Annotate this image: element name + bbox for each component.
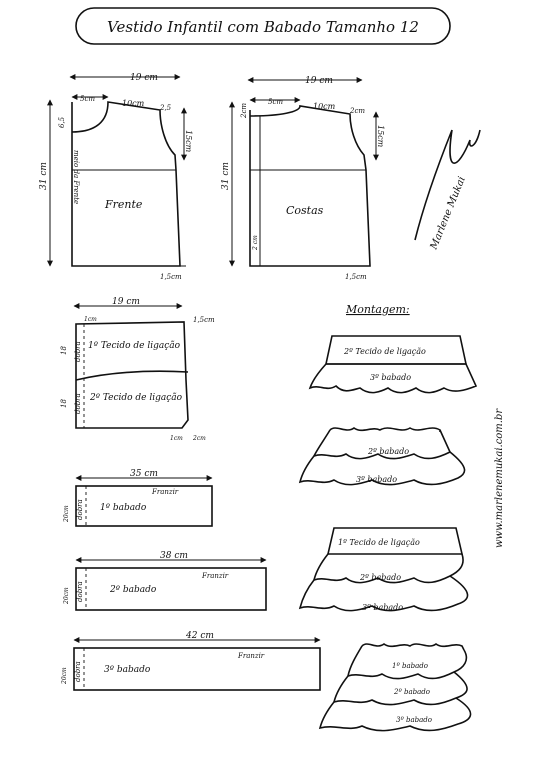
front-hem-flare-label: 1,5cm [160, 273, 182, 281]
back-outline [249, 105, 371, 267]
website-url: www.marlenemukai.com.br [494, 408, 505, 548]
ruffle-2-label: 2º babado [109, 585, 157, 595]
front-side-ease-label: 2,5 [159, 104, 172, 112]
assembly-1-bottom: 3º babado [370, 373, 411, 382]
assembly-step-1: 2º Tecido de ligação 3º babado [308, 335, 478, 394]
binding-outline [75, 321, 189, 429]
ruffle-2-rect [75, 567, 267, 611]
assembly-step-3: 1º Tecido de ligação 2º babado 3º babado [298, 527, 469, 612]
ruffle-3-rect [73, 647, 321, 691]
ruffle-2-gather: Franzir [201, 572, 229, 580]
binding-fold-2: dobra [74, 393, 82, 414]
back-armhole-label: 15cm [376, 125, 385, 148]
back-width-label: 19 cm [305, 76, 333, 86]
assembly-3-middle: 2º babado [359, 573, 401, 582]
binding-piece-1-label: 1º Tecido de ligação [88, 340, 181, 351]
ruffle-1-label: 1º babado [100, 503, 147, 513]
assembly-3-top: 1º Tecido de ligação [338, 538, 420, 547]
front-outline [71, 101, 181, 267]
ruffle-3-height: 20cm [61, 667, 68, 685]
binding-bottom-right: 2cm [192, 435, 206, 442]
back-neck-label: 5cm [268, 98, 283, 106]
assembly-step-2: 2º babado 3º babado [298, 427, 466, 486]
ruffle-3: 42 cm Franzir dobra 20cm 3º babado [61, 631, 321, 691]
front-pattern-piece: 19 cm 5cm 10cm 2,5 15cm 31 cm 6,5 meio d… [39, 73, 193, 281]
front-height-label: 31 cm [39, 162, 49, 190]
signature: Marlene Mukai [414, 129, 481, 252]
back-neck-depth-label: 2cm [240, 103, 248, 119]
ruffle-3-gather: Franzir [237, 652, 265, 660]
back-height-label: 31 cm [221, 162, 231, 190]
ruffle-3-label: 3º babado [104, 665, 151, 675]
assembly-1-top: 2º Tecido de ligação [343, 347, 426, 356]
ruffle-2-height: 20cm [63, 587, 70, 605]
binding-height-1: 18 [60, 346, 68, 355]
title-frame [75, 7, 451, 45]
back-shoulder-label: 10cm [313, 102, 336, 111]
back-side-ease-label: 2cm [349, 107, 365, 115]
ruffle-1: 35 cm Franzir dobra 20cm 1º babado [63, 469, 213, 527]
binding-bottom-left: 1cm [170, 435, 183, 442]
ruffle-2-width: 38 cm [160, 551, 188, 561]
back-bottom-mark: 2 cm [252, 235, 259, 251]
assembly-step-4: 1º babado 2º babado 3º babado [318, 643, 472, 732]
assembly-heading: Montagem: [345, 303, 410, 316]
assembly-4-middle: 2º babado [393, 688, 430, 696]
binding-fold-1: dobra [74, 341, 82, 362]
assembly-2-top: 2º babado [367, 447, 409, 456]
ruffle-1-rect [75, 485, 213, 527]
back-label: Costas [286, 204, 324, 217]
binding-top-left-label: 1cm [84, 316, 97, 323]
ruffle-1-height: 20cm [63, 505, 70, 523]
ruffle-1-gather: Franzir [151, 488, 179, 496]
assembly-4-bottom: 3º babado [396, 716, 432, 724]
back-hem-flare-label: 1,5cm [345, 273, 367, 281]
binding-height-2: 18 [60, 399, 68, 408]
ruffle-3-width: 42 cm [185, 631, 214, 641]
page-title: Vestido Infantil com Babado Tamanho 12 [107, 18, 419, 36]
ruffle-1-width: 35 cm [130, 469, 158, 479]
binding-width-label: 19 cm [112, 297, 140, 307]
ruffle-2-fold: dobra [76, 581, 84, 602]
binding-pattern-pieces: 19 cm 1cm 1,5cm dobra dobra 18 18 1º Tec… [60, 297, 215, 442]
front-shoulder-label: 10cm [122, 99, 145, 108]
assembly-3-bottom: 3º babado [362, 603, 403, 612]
binding-piece-2-label: 2º Tecido de ligação [89, 392, 183, 403]
ruffle-2: 38 cm Franzir dobra 20cm 2º babado [63, 551, 267, 611]
front-neck-depth-label: 6,5 [58, 116, 66, 128]
signature-text: Marlene Mukai [428, 175, 468, 252]
front-width-label: 19 cm [130, 73, 158, 83]
front-neck-label: 5cm [80, 95, 95, 103]
ruffle-3-fold: dobra [74, 661, 82, 682]
front-armhole-label: 15cm [184, 130, 193, 153]
front-label: Frente [104, 198, 143, 211]
front-fold-note: meio da Frente [72, 150, 80, 204]
back-pattern-piece: 19 cm 5cm 10cm 2cm 15cm 31 cm 2cm 2 cm C… [221, 76, 385, 281]
binding-top-right-label: 1,5cm [193, 316, 215, 324]
assembly-4-top: 1º babado [392, 662, 428, 670]
assembly-2-bottom: 3º babado [356, 475, 397, 484]
ruffle-1-fold: dobra [76, 499, 84, 520]
